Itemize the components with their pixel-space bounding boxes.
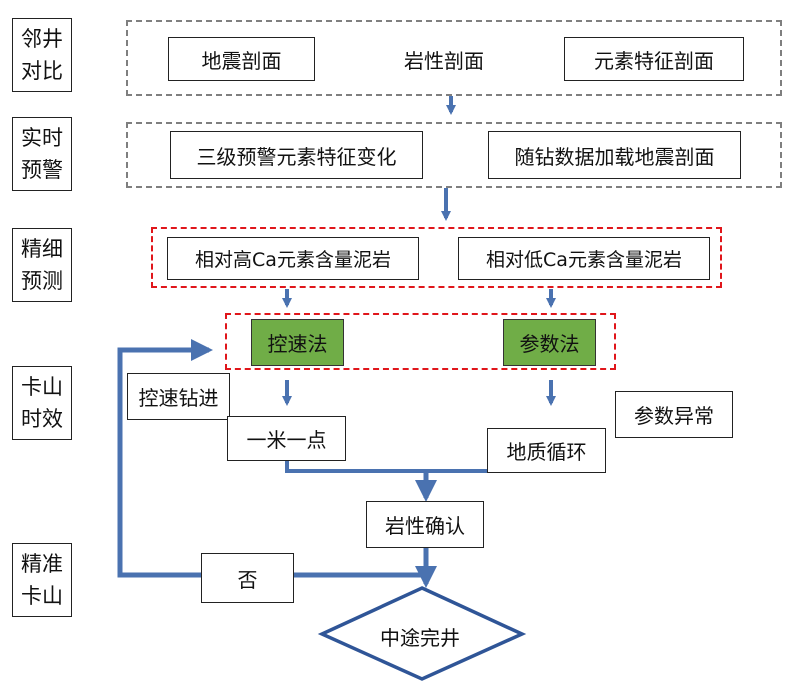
side-label-text: 精细 (21, 237, 63, 261)
side-label-text: 精准 (21, 552, 63, 576)
group-frame-methods (225, 313, 616, 370)
side-label-jingzhun: 精准 卡山 (12, 543, 72, 617)
side-label-text: 实时 (21, 126, 63, 150)
box-seismic-profile: 地震剖面 (168, 37, 315, 81)
box-one-meter-one-point: 一米一点 (227, 416, 346, 461)
side-label-shishi: 实时 预警 (12, 117, 72, 191)
box-high-ca-mudstone: 相对高Ca元素含量泥岩 (167, 237, 419, 280)
side-label-text: 预测 (21, 269, 63, 293)
side-label-linjing: 邻井 对比 (12, 18, 72, 92)
side-label-text: 时效 (21, 407, 63, 431)
side-label-jingxi: 精细 预测 (12, 228, 72, 302)
label-no: 否 (201, 553, 294, 603)
box-element-warning: 三级预警元素特征变化 (170, 131, 423, 179)
group-frame-jingxi (151, 227, 722, 288)
box-seismic-loading: 随钻数据加载地震剖面 (488, 131, 741, 179)
group-frame-linjing (126, 20, 782, 96)
side-label-text: 邻井 (21, 27, 63, 51)
side-label-text: 卡山 (21, 584, 63, 608)
box-rate-control-method: 控速法 (251, 319, 344, 366)
side-label-text: 预警 (21, 158, 63, 182)
end-completion-label: 中途完井 (380, 625, 460, 650)
box-lithology-confirm: 岩性确认 (366, 501, 484, 548)
side-label-text: 对比 (21, 59, 63, 83)
side-label-kashan: 卡山 时效 (12, 366, 72, 440)
side-label-text: 卡山 (21, 375, 63, 399)
box-parameter-method: 参数法 (503, 319, 596, 366)
box-element-profile: 元素特征剖面 (564, 37, 744, 81)
box-lithology-profile: 岩性剖面 (404, 48, 484, 73)
box-low-ca-mudstone: 相对低Ca元素含量泥岩 (458, 237, 710, 280)
note-controlled-drilling: 控速钻进 (127, 373, 230, 420)
group-frame-shishi (126, 122, 782, 188)
end-diamond (317, 586, 527, 681)
note-parameter-anomaly: 参数异常 (615, 391, 733, 438)
box-geological-circulation: 地质循环 (487, 428, 606, 473)
